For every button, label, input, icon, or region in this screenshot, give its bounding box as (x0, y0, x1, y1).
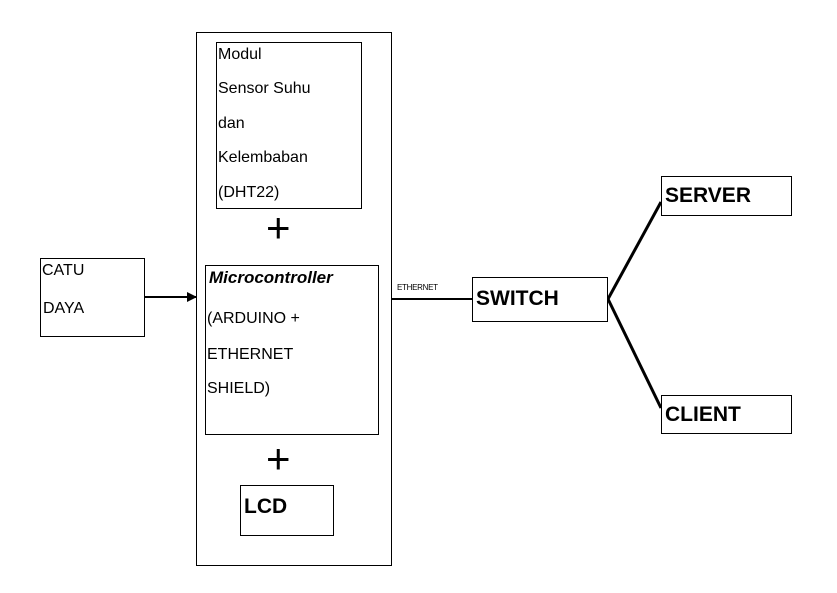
plus-sign-top: + (266, 204, 291, 251)
microcontroller-line-3: SHIELD) (207, 380, 271, 397)
power-supply-box: CATU DAYA (40, 258, 145, 337)
switch-box: SWITCH (472, 277, 608, 322)
ethernet-label: ETHERNET (397, 283, 438, 292)
client-box: CLIENT (661, 395, 792, 434)
lcd-label: LCD (244, 495, 288, 518)
plus-sign-bottom: + (266, 435, 291, 482)
sensor-module-line-2: Sensor Suhu (218, 80, 311, 97)
client-label: CLIENT (665, 403, 741, 426)
power-supply-line-1: CATU (42, 262, 85, 279)
microcontroller-line-2: ETHERNET (207, 346, 294, 363)
server-label: SERVER (665, 184, 751, 207)
power-supply-line-2: DAYA (43, 300, 85, 317)
lcd-box: LCD (240, 485, 334, 536)
server-box: SERVER (661, 176, 792, 216)
sensor-module-box: Modul Sensor Suhu dan Kelembaban (DHT22) (216, 42, 362, 209)
sensor-module-line-3: dan (218, 115, 245, 132)
switch-to-client-line (606, 298, 663, 409)
switch-label: SWITCH (476, 287, 559, 310)
sensor-module-line-5: (DHT22) (218, 184, 280, 201)
microcontroller-title: Microcontroller (209, 268, 333, 287)
switch-to-server-line (606, 201, 663, 300)
sensor-module-line-1: Modul (218, 46, 262, 63)
microcontroller-line-1: (ARDUINO + (207, 310, 300, 327)
sensor-module-line-4: Kelembaban (218, 149, 308, 166)
microcontroller-box: Microcontroller (ARDUINO + ETHERNET SHIE… (205, 265, 379, 435)
